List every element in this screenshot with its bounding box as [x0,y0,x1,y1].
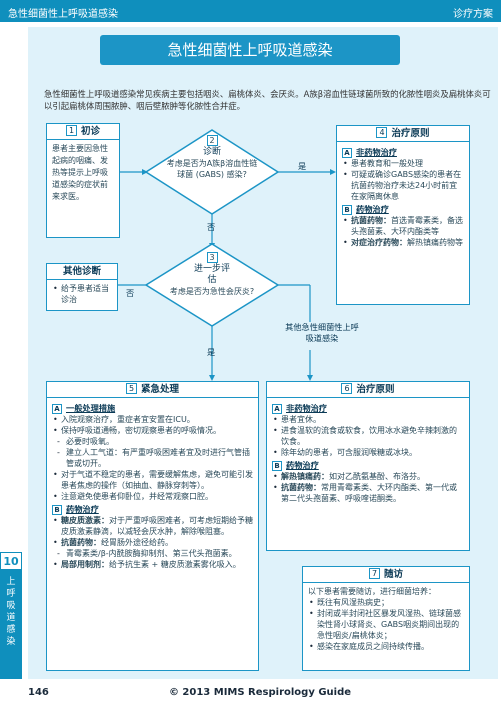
label-no-2: 否 [126,288,135,298]
box-title: 紧急处理 [140,384,179,395]
diamond-title: 进一步评估 [193,264,230,285]
chapter-number: 10 [0,552,22,570]
list-item: 除年幼的患者，可含服润喉糖或冰块。 [272,447,464,458]
diamond-further-eval: 3 进一步评估 考虑是否为急性会厌炎? [166,252,258,297]
label-other-infection: 其他急性细菌性上呼吸道感染 [284,322,360,344]
list-item: 抗菌药物：首选青霉素类，备选头孢菌素、大环内酯类等 [342,215,464,237]
section-title: 非药物治疗 [286,403,327,413]
section-header: A 非药物治疗 [272,403,464,414]
chapter-name: 上呼吸道感染 [6,577,16,647]
diamond-title: 诊断 [202,147,221,157]
list-item: 进食温软的流食或软食，饮用冰水避免辛辣刺激的饮食。 [272,425,464,447]
section-tag: A [272,404,282,414]
box-title: 初诊 [80,126,100,137]
list-item: 必要时吸氧。 [52,436,253,447]
list-item: 感染在家庭成员之间持续传播。 [308,641,464,652]
step-number: 5 [125,383,137,394]
section-title: 一般处理措施 [66,403,116,413]
section-header: B 药物治疗 [52,504,253,515]
list-item: 抗菌药物：常用青霉素类、大环内酯类、第一代或第二代头孢菌素、呼吸喹诺酮类。 [272,482,464,504]
list-item: 既往有风湿热病史； [308,597,464,608]
list-item: 保持呼吸道通畅，密切观察患者的呼吸情况。 [52,425,253,436]
list-item: 解热镇痛药：如对乙酰氨基酚、布洛芬。 [272,471,464,482]
list-item: 封闭或半封闭社区暴发风湿热、链球菌感染性肾小球肾炎、GABS咽炎期间出现的急性咽… [308,608,464,641]
diamond-text: 考虑是否为急性会厌炎? [169,287,255,296]
list-item: 给予患者适当诊治 [52,283,112,305]
step-number: 1 [65,125,77,136]
page-title: 急性细菌性上呼吸道感染 [100,35,400,65]
box-other-diagnosis: 其他诊断 给予患者适当诊治 [46,263,118,311]
label-yes-1: 是 [298,161,307,171]
step-number: 6 [341,383,353,394]
page-header: 急性细菌性上呼吸道感染 诊疗方案 [0,0,501,22]
list-item: 对于气道不稳定的患者，需要缓解焦虑，避免可能引发患者焦虑的操作（如抽血、静脉穿刺… [52,469,253,491]
section-title: 药物治疗 [356,204,389,214]
section-tag: A [52,404,62,414]
list-item: 对症治疗药物：解热镇痛药物等 [342,237,464,248]
label-no-1: 否 [207,222,216,232]
box-title: 治疗原则 [356,384,395,395]
box-follow-up: 7随访 以下患者需要随访，进行细菌培养： 既往有风湿热病史； 封闭或半封闭社区暴… [302,566,470,671]
box-text: 患者主要因急性起病的咽痛、发热等提示上呼吸道感染的症状前来求医。 [52,144,108,201]
label-yes-2: 是 [207,347,216,357]
section-tag: B [272,461,282,471]
diamond-diagnosis: 2 诊断 考虑是否为A族β溶血性链球菌 (GABS) 感染? [166,135,258,180]
section-tag: B [342,205,352,215]
box-title: 治疗原则 [391,128,430,139]
list-item: 注意避免使患者仰卧位，并经常观察口腔。 [52,491,253,502]
section-header: A 非药物治疗 [342,147,464,158]
section-tag: A [342,148,352,158]
list-item: 糖皮质激素：对于严重呼吸困难者，可考虑短期给予糖皮质激素静滴，以减轻会厌水肿，解… [52,515,253,537]
list-item: 患者教育和一般处理 [342,158,464,169]
step-number: 3 [206,252,218,263]
section-header: A 一般处理措施 [52,403,253,414]
header-left: 急性细菌性上呼吸道感染 [8,9,118,20]
box-title: 其他诊断 [47,264,117,280]
list-item: 抗菌药物：经胃肠外途径给药。 [52,537,253,548]
header-right: 诊疗方案 [453,9,493,20]
step-number: 2 [206,135,218,146]
step-number: 7 [368,568,380,579]
section-title: 药物治疗 [66,504,99,514]
intro-text: 急性细菌性上呼吸道感染常见疾病主要包括咽炎、扁桃体炎、会厌炎。A族β溶血性链球菌… [44,89,491,111]
list-item: 入院观察治疗，重症者宜安置在ICU。 [52,414,253,425]
list-item: 患者宜休。 [272,414,464,425]
section-tag: B [52,505,62,515]
footer-copyright: © 2013 MIMS Respirology Guide [168,687,352,698]
follow-up-intro: 以下患者需要随访，进行细菌培养： [308,587,436,596]
chapter-tab: 10 上呼吸道感染 [0,552,22,679]
step-number: 4 [376,127,388,138]
list-item: 局部用制剂：给予抗生素 + 糖皮质激素雾化吸入。 [52,559,253,570]
section-title: 药物治疗 [286,460,319,470]
box-title: 随访 [383,569,403,580]
diamond-text: 考虑是否为A族β溶血性链球菌 (GABS) 感染? [166,159,258,179]
page-number: 146 [28,687,49,698]
section-title: 非药物治疗 [356,147,397,157]
section-header: B 药物治疗 [272,460,464,471]
list-item: 建立人工气道：有严重呼吸困难者宜及时进行气管插管或切开。 [52,447,253,469]
section-header: B 药物治疗 [342,204,464,215]
list-item: 青霉素类/β-内酰胺酶抑制剂、第三代头孢菌素。 [52,548,253,559]
list-item: 可疑或确诊GABS感染的患者在抗菌药物治疗未达24小时前宜在家隔离休息 [342,169,464,202]
